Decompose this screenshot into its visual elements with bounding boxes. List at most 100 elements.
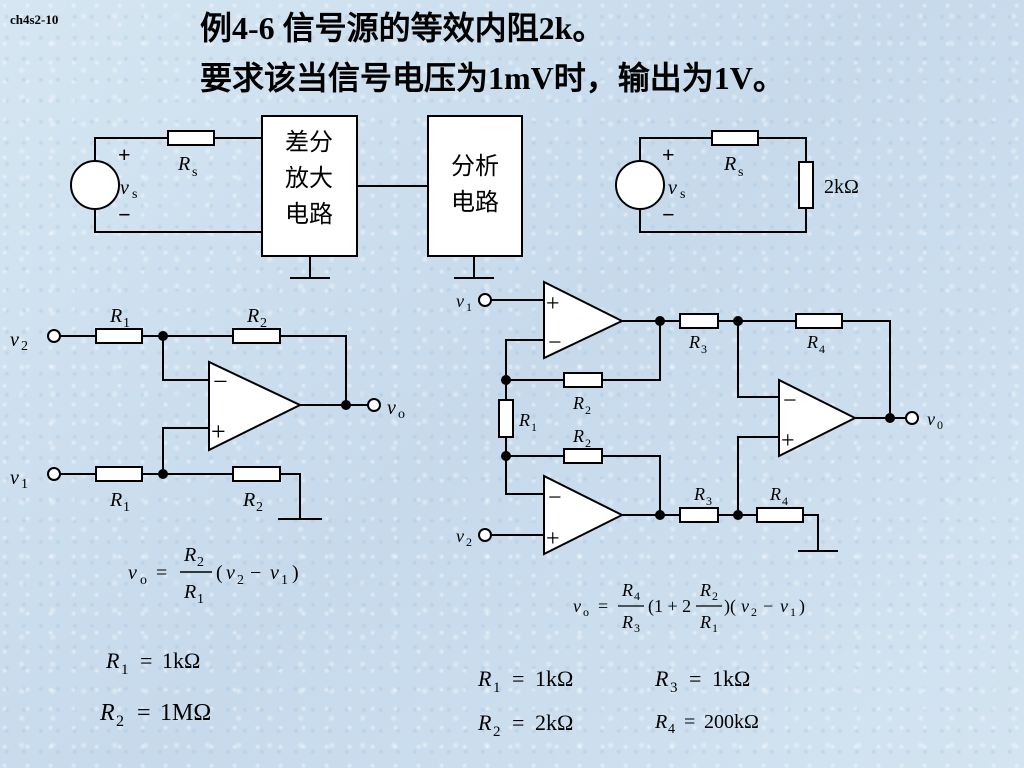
a2-minus: − bbox=[548, 485, 562, 511]
v1-label: v bbox=[456, 291, 464, 311]
rs-sub: s bbox=[738, 165, 743, 180]
r2-bottom-sub: 2 bbox=[256, 500, 263, 515]
formula-op: − bbox=[763, 596, 773, 616]
formula-v1: v bbox=[270, 562, 279, 584]
voltage-source-icon bbox=[615, 160, 665, 210]
r2-top-sub: 2 bbox=[585, 403, 591, 417]
rs-label: R bbox=[723, 153, 736, 175]
formula-vo-sub: o bbox=[140, 573, 147, 588]
r1-bottom-sub: 1 bbox=[123, 500, 130, 515]
resistor-r2-top bbox=[563, 372, 603, 388]
r2-bottom-label: R bbox=[572, 426, 584, 446]
value-sub: 3 bbox=[670, 680, 678, 696]
slide-tag: ch4s2-10 bbox=[10, 12, 59, 27]
op-amp-plus: + bbox=[211, 417, 226, 446]
formula-v2-sub: 2 bbox=[237, 573, 244, 588]
vs-label: v bbox=[120, 177, 129, 199]
formula-v1: v bbox=[780, 596, 788, 616]
formula-eq: = bbox=[156, 562, 167, 584]
formula-f2-num: R bbox=[699, 580, 711, 600]
r1-bottom-label: R bbox=[109, 489, 122, 511]
top-left-circuit: + − v s R s 差分 放大 电路 分析 电路 bbox=[70, 115, 523, 279]
analysis-block-line1: 分析 bbox=[451, 152, 499, 180]
vs-sub: s bbox=[680, 187, 685, 202]
resistor-r1-bottom bbox=[95, 466, 143, 482]
formula-right: v o = R 4 R 3 (1 + 2 R 2 R 1 )( v 2 − v … bbox=[573, 580, 805, 635]
formula-v1-sub: 1 bbox=[281, 573, 288, 588]
op-amp-a2-icon bbox=[543, 474, 625, 556]
top-right-circuit: + − v s R s 2kΩ bbox=[615, 130, 859, 233]
formula-den: R bbox=[183, 581, 196, 603]
value-eq: = bbox=[137, 700, 151, 726]
r3-top-sub: 3 bbox=[701, 342, 707, 356]
resistor-r2-top bbox=[232, 328, 281, 344]
formula-tail-close: ) bbox=[799, 596, 805, 617]
values-right: R 1 = 1kΩ R 3 = 1kΩ R 2 = 2kΩ R 4 = 200k… bbox=[477, 666, 759, 740]
resistor-rs bbox=[167, 130, 215, 146]
value-val: 2kΩ bbox=[535, 710, 573, 735]
formula-v2-sub: 2 bbox=[751, 605, 757, 619]
source-minus: − bbox=[118, 202, 131, 227]
r2-top-sub: 2 bbox=[260, 316, 267, 331]
diff-block-line1: 差分 bbox=[285, 128, 333, 156]
value-sub: 2 bbox=[116, 713, 124, 730]
output-terminal bbox=[367, 398, 381, 412]
junction-dot bbox=[733, 316, 743, 326]
formula-f1-den-sub: 3 bbox=[634, 621, 640, 635]
input-terminal bbox=[47, 467, 61, 481]
value-sub: 1 bbox=[121, 662, 129, 678]
a1-plus: + bbox=[546, 291, 560, 317]
value-sub: 1 bbox=[493, 680, 501, 696]
formula-v2: v bbox=[741, 596, 749, 616]
formula-op: − bbox=[250, 562, 261, 584]
r4-bottom-label: R bbox=[769, 484, 781, 504]
a3-minus: − bbox=[783, 388, 797, 414]
formula-f2-den-sub: 1 bbox=[712, 621, 718, 635]
resistor-load bbox=[798, 161, 814, 209]
value-sym: R bbox=[477, 710, 492, 735]
value-sym: R bbox=[99, 700, 115, 726]
value-sym: R bbox=[105, 648, 120, 673]
v0-label: v bbox=[927, 409, 935, 429]
diff-block-line3: 电路 bbox=[285, 200, 333, 228]
a1-minus: − bbox=[548, 330, 562, 356]
formula-v2: v bbox=[226, 562, 235, 584]
op-amp-minus: − bbox=[213, 367, 228, 396]
formula-eq: = bbox=[598, 596, 608, 616]
value-eq: = bbox=[140, 648, 152, 673]
v0-sub: 0 bbox=[937, 418, 943, 432]
load-label: 2kΩ bbox=[824, 176, 859, 198]
junction-dot bbox=[501, 451, 511, 461]
junction-dot bbox=[655, 510, 665, 520]
op-amp-a3-icon bbox=[778, 378, 858, 458]
value-sym: R bbox=[654, 666, 669, 691]
vs-sub: s bbox=[132, 187, 137, 202]
value-sub: 4 bbox=[668, 722, 675, 737]
r4-top-label: R bbox=[806, 332, 818, 352]
input-terminal bbox=[478, 528, 492, 542]
v2-sub: 2 bbox=[21, 339, 28, 354]
resistor-r2-bottom bbox=[232, 466, 281, 482]
output-terminal bbox=[905, 411, 919, 425]
v2-label: v bbox=[10, 329, 19, 351]
op-amp-a1-icon bbox=[543, 280, 625, 360]
formula-vo-sub: o bbox=[583, 605, 589, 619]
formula-close: ) bbox=[292, 562, 299, 584]
source-plus: + bbox=[118, 142, 131, 167]
r1-top-sub: 1 bbox=[123, 316, 130, 331]
junction-dot bbox=[158, 469, 168, 479]
value-val: 200kΩ bbox=[704, 711, 759, 733]
r1-top-label: R bbox=[109, 305, 122, 327]
vo-label: v bbox=[387, 397, 396, 419]
junction-dot bbox=[885, 413, 895, 423]
formula-f1-num-sub: 4 bbox=[634, 589, 640, 603]
formula-open: ( bbox=[216, 562, 223, 584]
v1-sub: 1 bbox=[466, 300, 472, 314]
formula-mid: (1 + 2 bbox=[648, 596, 691, 617]
voltage-source-icon bbox=[70, 160, 120, 210]
v2-sub: 2 bbox=[466, 535, 472, 549]
junction-dot bbox=[733, 510, 743, 520]
value-sym: R bbox=[477, 666, 492, 691]
analysis-block-line2: 电路 bbox=[451, 188, 499, 216]
